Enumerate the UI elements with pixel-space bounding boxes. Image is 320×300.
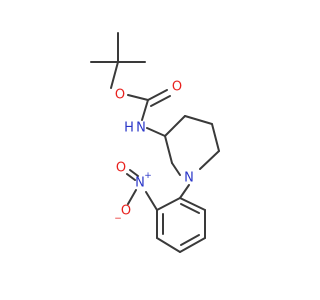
bond-ring-c5-c6 <box>211 123 220 152</box>
bond-nh-ring-c3 <box>146 127 166 137</box>
atom-n-nitro: N <box>135 176 145 191</box>
atom-o-nitro-double: O <box>116 161 126 176</box>
charge-nitro-o: − <box>114 214 122 224</box>
atom-o-nitro-single: O <box>121 204 131 219</box>
bond-ph-c6-c1 <box>179 197 206 211</box>
bond-carbonyl-c-nh <box>141 99 149 121</box>
bond-ph-inner-3 <box>180 203 200 214</box>
bond-nitro-double-2 <box>129 169 139 177</box>
bond-carbonyl-double-1 <box>147 89 168 101</box>
bond-n1-phenyl <box>179 184 190 199</box>
bond-ring-n1-c2 <box>171 162 181 176</box>
atom-n-piperidine: N <box>184 171 194 186</box>
bond-ph-nitro-n <box>145 191 158 211</box>
bond-ester-o-carbonyl-c <box>127 94 149 101</box>
atom-h-carbamate: H <box>124 121 134 136</box>
bond-ring-c2-c3 <box>164 135 173 164</box>
bond-nitro-single <box>127 189 137 205</box>
bond-ph-inner-2 <box>180 234 200 246</box>
bond-ring-c3-c4 <box>164 115 186 137</box>
molecule-canvas: O O N H N N + O O − <box>90 32 220 253</box>
charge-nitro-n: + <box>144 171 152 181</box>
atom-n-carbamate: N <box>136 121 146 136</box>
bond-ring-c4-c5 <box>184 115 213 125</box>
bond-ph-c1-c2 <box>156 197 181 211</box>
bond-nitro-double-1 <box>126 173 136 181</box>
bond-carbonyl-double-2 <box>150 95 171 107</box>
structure-drawing: O O N H N N + O O − <box>90 32 220 253</box>
atom-o-carbonyl: O <box>172 80 182 95</box>
bond-ring-c6-n1 <box>199 150 220 170</box>
bond-ph-c3-c4 <box>156 237 181 253</box>
bond-ph-c4-c5 <box>179 237 206 253</box>
atom-o-ester: O <box>115 88 125 103</box>
bond-tbu-ester-o <box>110 61 119 89</box>
